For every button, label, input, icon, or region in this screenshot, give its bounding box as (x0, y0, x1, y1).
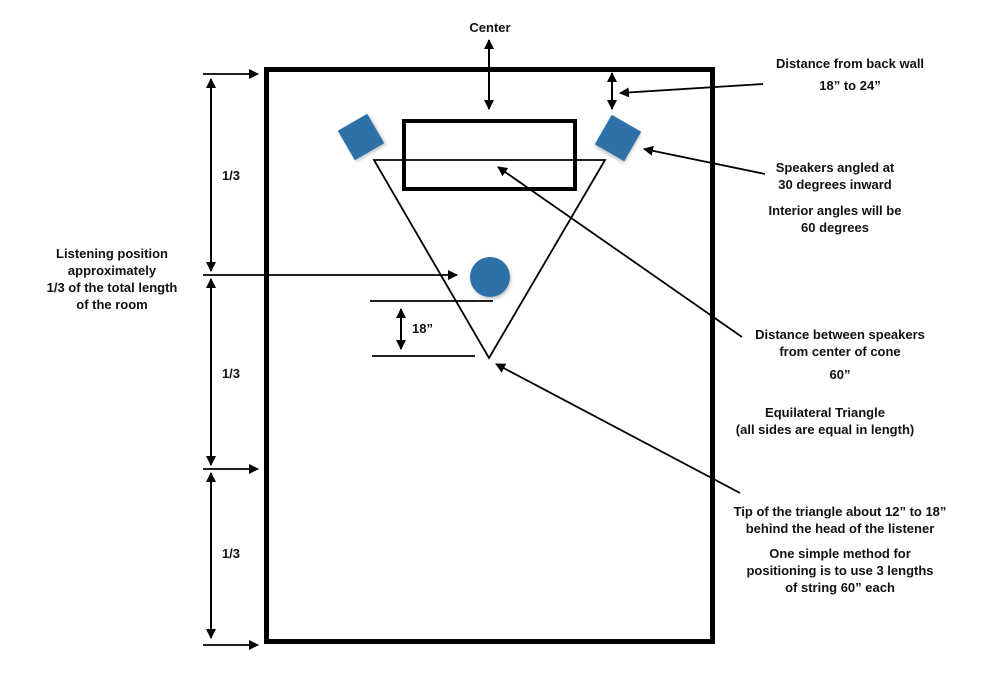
speaker-angle-pointer (643, 145, 766, 175)
label-interior-angles: Interior angles will be 60 degrees (760, 202, 910, 236)
label-speakers-angled-line1: Speakers angled at (775, 160, 895, 175)
label-third-1: 1/3 (221, 168, 241, 183)
label-center: Center (469, 20, 511, 35)
label-listening-line4: of the room (76, 297, 148, 312)
label-distance-between-speakers: Distance between speakers from center of… (740, 326, 940, 383)
label-method-line2: positioning is to use 3 lengths (746, 563, 934, 578)
label-interior-angles-line2: 60 degrees (801, 220, 869, 235)
label-listening-line3: 1/3 of the total length (46, 280, 178, 295)
label-listening-position: Listening position approximately 1/3 of … (22, 245, 202, 313)
label-third-2: 1/3 (221, 366, 241, 381)
back-wall-pointer (619, 83, 764, 98)
right-speaker (594, 114, 642, 162)
tip-pointer (495, 363, 741, 494)
label-listening-line2: approximately (67, 263, 157, 278)
label-distance-line3: 60” (829, 367, 851, 382)
label-tip-line2: behind the head of the listener (745, 521, 935, 536)
label-speakers-angled-line2: 30 degrees inward (778, 177, 892, 192)
label-interior-angles-line1: Interior angles will be (768, 203, 902, 218)
label-equilateral: Equilateral Triangle (all sides are equa… (715, 404, 935, 438)
label-back-wall-line2: 18” to 24” (819, 78, 881, 93)
label-speakers-angled: Speakers angled at 30 degrees inward (760, 159, 910, 193)
label-distance-line1: Distance between speakers (755, 327, 925, 342)
distance-pointer (497, 166, 743, 338)
listener-position (470, 257, 510, 297)
label-back-wall: Distance from back wall 18” to 24” (760, 55, 940, 94)
tv-screen (402, 119, 577, 191)
label-tip-line1: Tip of the triangle about 12” to 18” (733, 504, 947, 519)
label-method-line1: One simple method for (769, 546, 911, 561)
label-back-wall-line1: Distance from back wall (775, 56, 925, 71)
left-speaker (337, 113, 385, 161)
label-gap: 18” (412, 321, 433, 336)
label-method: One simple method for positioning is to … (730, 545, 950, 596)
label-third-3: 1/3 (221, 546, 241, 561)
label-method-line3: of string 60” each (785, 580, 895, 595)
label-distance-line2: from center of cone (779, 344, 901, 359)
label-equilateral-line2: (all sides are equal in length) (735, 422, 915, 437)
label-equilateral-line1: Equilateral Triangle (765, 405, 885, 420)
label-tip: Tip of the triangle about 12” to 18” beh… (720, 503, 960, 537)
equilateral-triangle (372, 159, 607, 360)
label-listening-line1: Listening position (56, 246, 168, 261)
